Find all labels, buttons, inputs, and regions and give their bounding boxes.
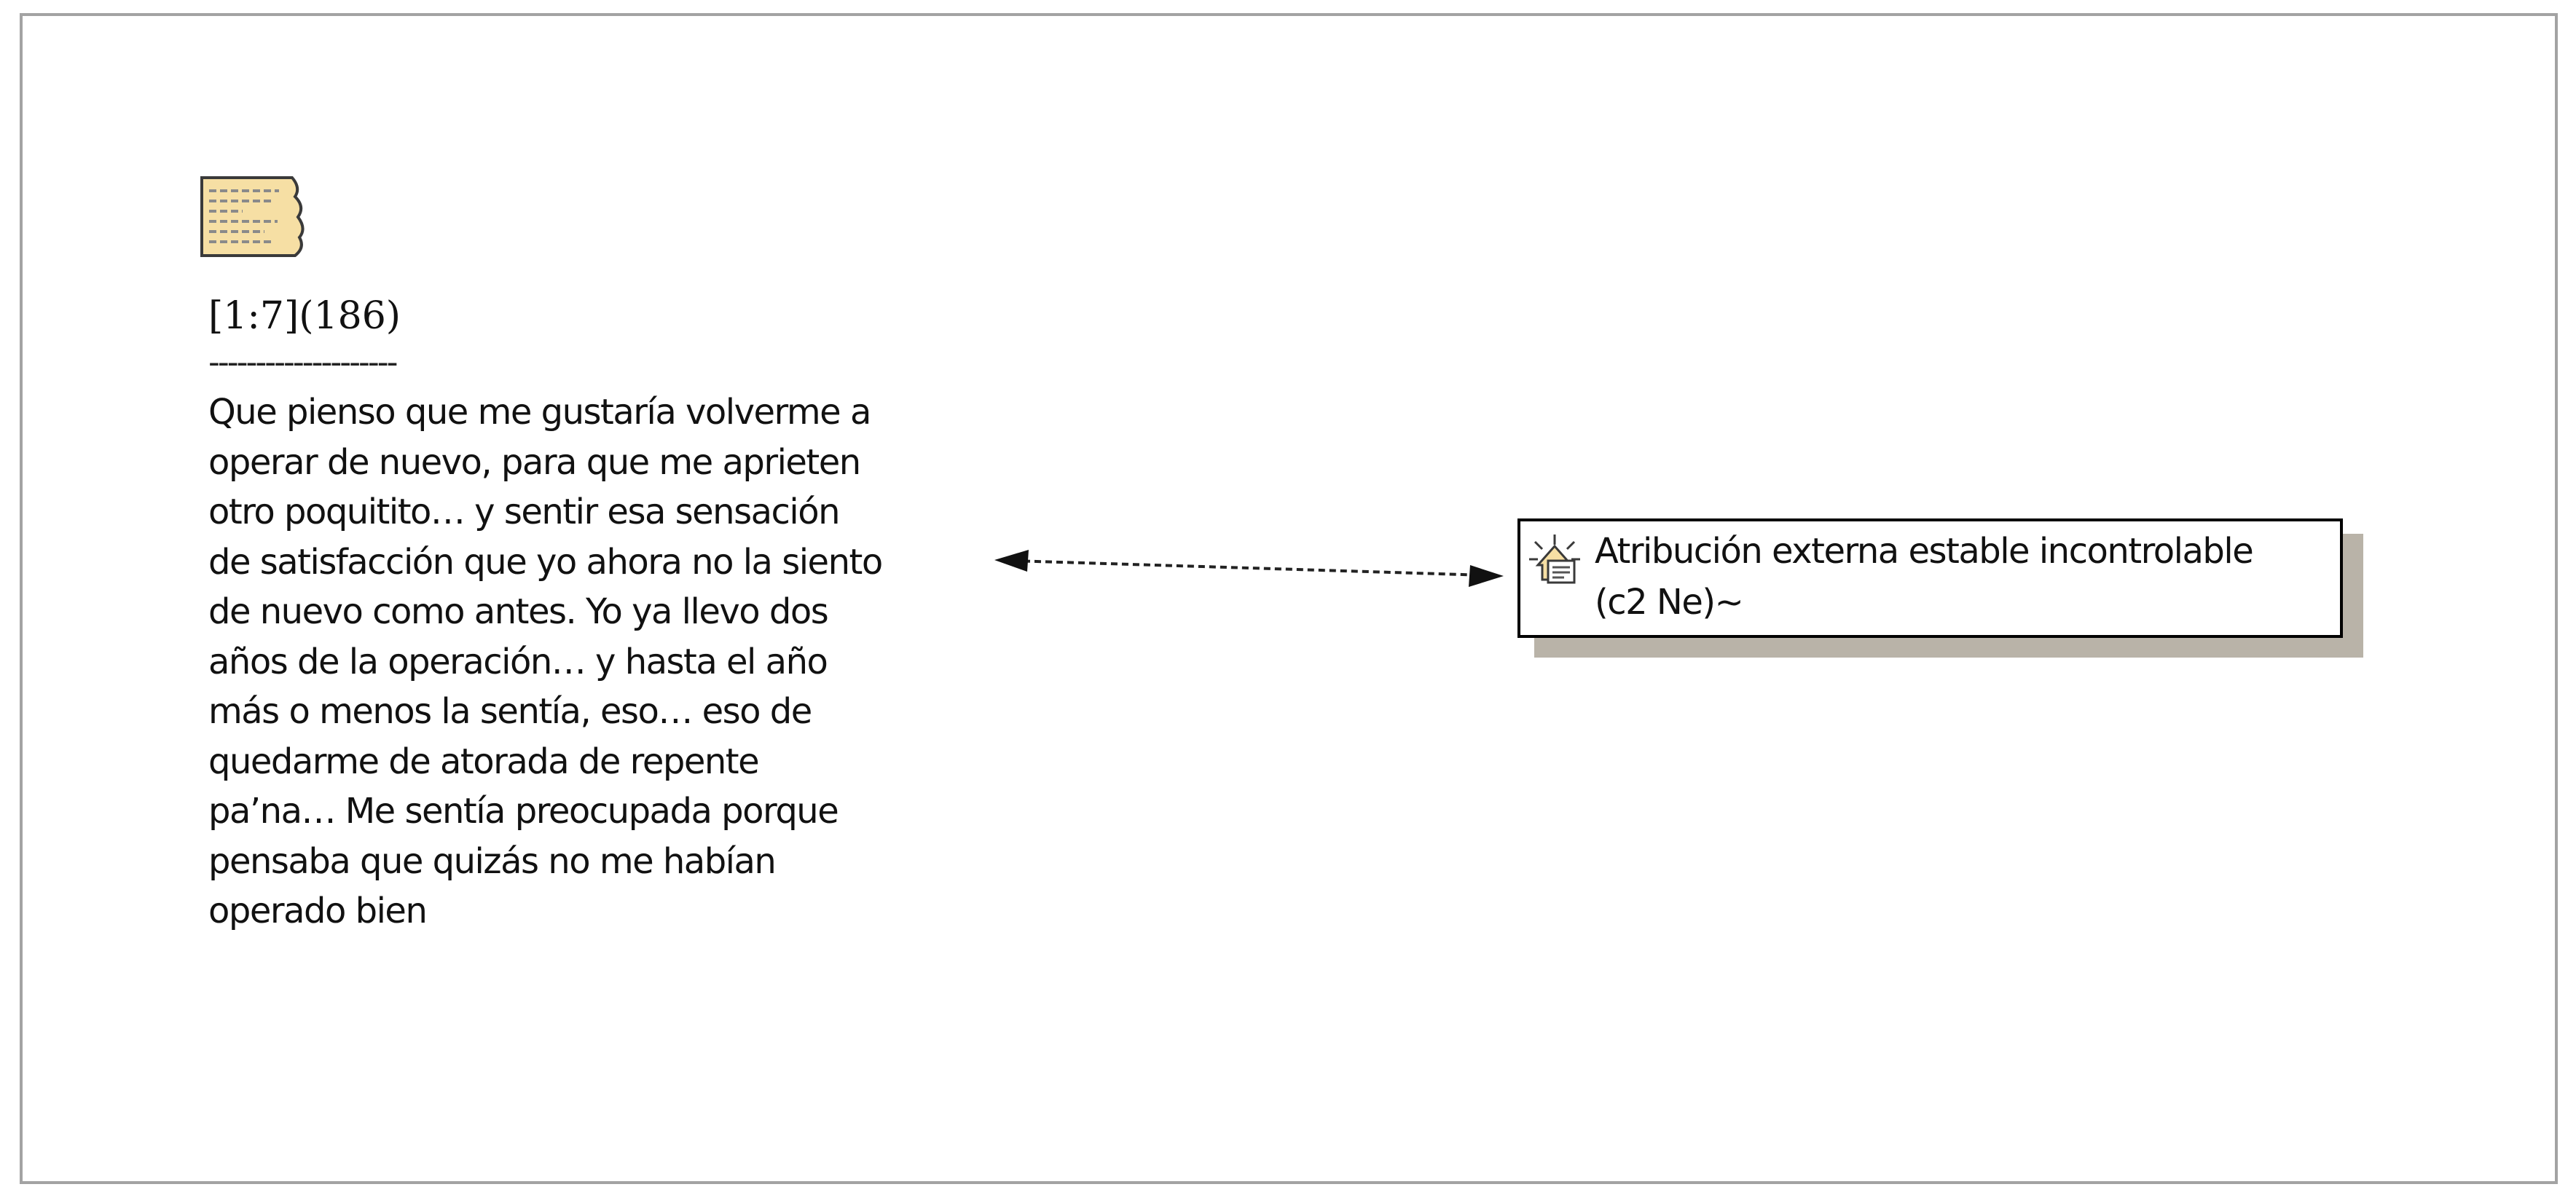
quotation-reference: [1:7](186) [208,294,401,338]
quotation-text[interactable]: Que pienso que me gustaría volverme a op… [208,392,883,931]
quotation-separator: -------------------- [208,344,398,381]
document-icon[interactable] [199,175,308,259]
code-node[interactable]: Atribución externa estable incontrolable… [1517,518,2343,638]
code-icon [1529,535,1580,584]
code-label: Atribución externa estable incontrolable… [1595,531,2254,623]
